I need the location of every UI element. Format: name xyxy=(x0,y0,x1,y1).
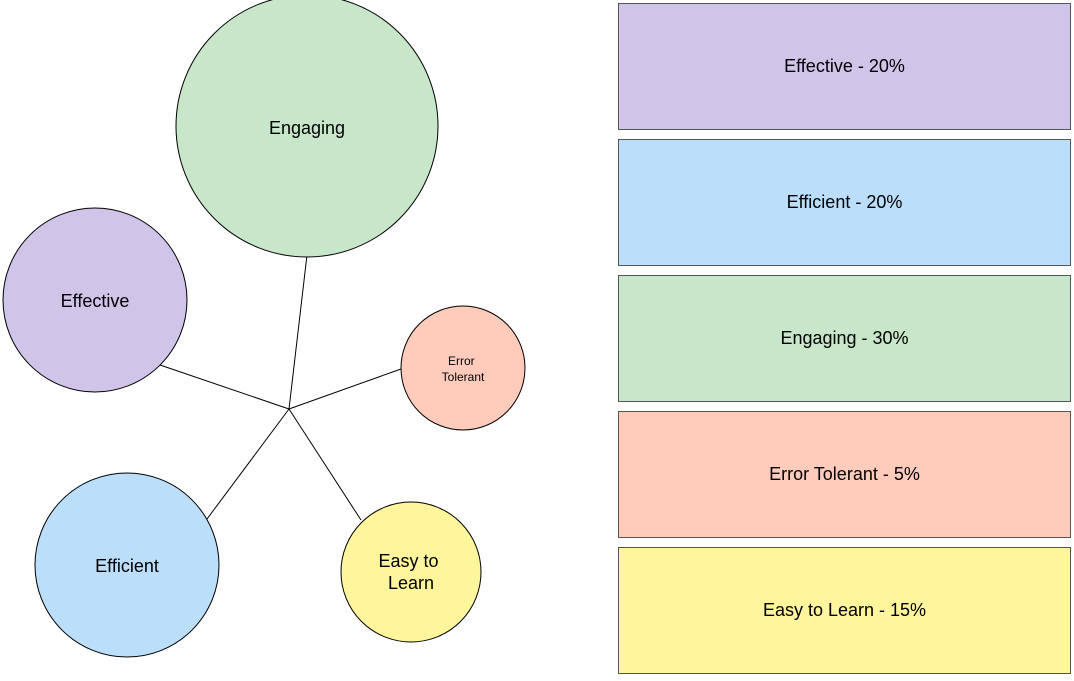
svg-text:Error Tolerant: Error Tolerant xyxy=(442,354,485,384)
legend-label-error-tolerant: Error Tolerant - 5% xyxy=(769,464,920,484)
legend-box-engaging: Engaging - 30% xyxy=(618,275,1071,402)
connector-engaging xyxy=(288,254,308,410)
legend-label-effective: Effective - 20% xyxy=(784,56,905,76)
svg-text:Easy to Learn: Easy to Learn xyxy=(378,551,443,593)
node-effective: Effective xyxy=(2,207,188,393)
node-engaging-label-line-1: Engaging xyxy=(269,118,345,138)
node-efficient: Efficient xyxy=(34,472,220,658)
legend-box-effective: Effective - 20% xyxy=(618,3,1071,130)
node-engaging: Engaging xyxy=(175,0,439,258)
node-easy-to-learn: Easy to Learn xyxy=(340,501,482,643)
node-efficient-label-line-1: Efficient xyxy=(95,556,159,576)
connector-easy-to-learn xyxy=(288,408,362,521)
connector-effective xyxy=(159,364,290,410)
svg-text:Engaging: Engaging xyxy=(269,118,345,138)
connector-efficient xyxy=(206,408,290,520)
node-error-tolerant: Error Tolerant xyxy=(400,305,526,431)
node-effective-label-line-1: Effective xyxy=(61,291,130,311)
legend-box-error-tolerant: Error Tolerant - 5% xyxy=(618,411,1071,538)
svg-text:Effective: Effective xyxy=(61,291,130,311)
legend-box-easy-to-learn: Easy to Learn - 15% xyxy=(618,547,1071,674)
legend-box-efficient: Efficient - 20% xyxy=(618,139,1071,266)
connector-error-tolerant xyxy=(288,368,402,410)
svg-text:Efficient: Efficient xyxy=(95,556,159,576)
node-easy-to-learn-label-line-2: Learn xyxy=(388,573,434,593)
legend-label-engaging: Engaging - 30% xyxy=(780,328,909,348)
node-easy-to-learn-label-line-1: Easy to xyxy=(378,551,438,571)
node-error-tolerant-label-line-1: Error xyxy=(448,354,475,368)
node-error-tolerant-label-line-2: Tolerant xyxy=(442,370,485,384)
legend-label-efficient: Efficient - 20% xyxy=(786,192,903,212)
hub-diagram: Engaging Effective Error Tolerant Effici… xyxy=(2,0,526,658)
legend-label-easy-to-learn: Easy to Learn - 15% xyxy=(762,600,927,620)
